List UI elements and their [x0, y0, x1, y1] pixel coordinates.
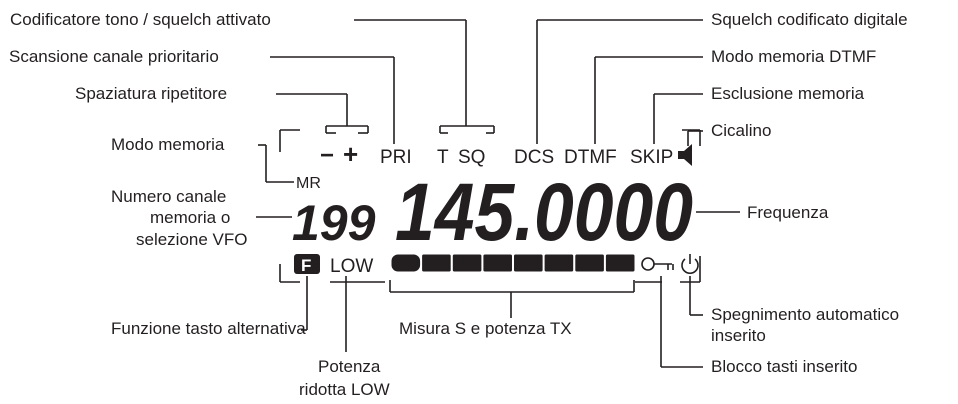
callout-skip: Esclusione memoria — [711, 84, 865, 103]
leader-auto-power-off — [689, 276, 703, 316]
repeater-shift-bracket — [325, 125, 369, 134]
callout-channel-number-line1: Numero canale — [111, 187, 226, 206]
leader-dcs — [536, 19, 703, 144]
lcd-mr: MR — [296, 175, 321, 192]
s-meter-segment — [575, 254, 604, 272]
callout-tone-squelch: Codificatore tono / squelch attivato — [10, 10, 271, 29]
callout-dtmf: Modo memoria DTMF — [711, 47, 876, 66]
leader-alt-function — [301, 276, 308, 331]
leader-beep — [687, 130, 703, 146]
key-icon — [641, 257, 674, 271]
callout-channel-number-line3: selezione VFO — [136, 230, 248, 249]
callout-auto-power-off-line1: Spegnimento automatico — [711, 305, 899, 324]
leader-key-lock — [660, 276, 703, 368]
s-meter-bar — [391, 254, 635, 272]
leader-dtmf — [594, 56, 703, 144]
lcd-minus: − — [320, 142, 334, 169]
lcd-low: LOW — [330, 256, 373, 277]
tone-squelch-bracket — [439, 125, 495, 134]
leader-tone-squelch — [354, 19, 467, 126]
f-key-label: F — [301, 256, 311, 275]
s-meter-segment — [605, 254, 635, 272]
callout-alt-function: Funzione tasto alternativa — [111, 319, 306, 338]
callout-priority-scan: Scansione canale prioritario — [9, 47, 219, 66]
lcd-pri: PRI — [380, 147, 412, 168]
lcd-dcs: DCS — [514, 147, 554, 168]
lcd-skip: SKIP — [630, 147, 673, 168]
callout-beep: Cicalino — [711, 121, 771, 140]
callout-dcs: Squelch codificato digitale — [711, 10, 908, 29]
callout-frequency: Frequenza — [747, 203, 829, 222]
s-meter-segment — [483, 254, 512, 272]
lcd-t: T — [437, 147, 449, 168]
lcd-dtmf: DTMF — [564, 147, 617, 168]
lcd-plus: + — [343, 139, 358, 169]
callout-memory-mode: Modo memoria — [111, 135, 225, 154]
s-meter-segment — [422, 254, 451, 272]
s-meter-segment — [452, 254, 482, 272]
leader-memory-mode — [258, 144, 294, 183]
channel-number: 199 — [292, 195, 376, 251]
s-meter-segment — [514, 254, 543, 272]
leader-skip — [653, 93, 703, 144]
leader-repeater-shift — [276, 93, 348, 126]
s-meter-segment — [391, 254, 421, 272]
lcd-sq: SQ — [458, 147, 485, 168]
speaker-icon — [678, 144, 692, 166]
frequency-display: 145.0000 — [395, 167, 693, 258]
lcd-frame — [279, 129, 701, 283]
callout-channel-number-line2: memoria o — [150, 208, 230, 227]
callout-auto-power-off-line2: inserito — [711, 326, 766, 345]
callout-repeater-shift: Spaziatura ripetitore — [75, 84, 227, 103]
s-meter-bracket — [389, 280, 635, 318]
power-icon — [681, 254, 699, 274]
s-meter-segment — [544, 254, 574, 272]
f-key-icon: F — [294, 254, 320, 275]
callout-key-lock: Blocco tasti inserito — [711, 357, 857, 376]
callout-low-power-line2: ridotta LOW — [299, 380, 390, 399]
leader-priority-scan — [270, 56, 395, 144]
callout-s-meter: Misura S e potenza TX — [399, 319, 572, 338]
callout-low-power-line1: Potenza — [318, 357, 381, 376]
